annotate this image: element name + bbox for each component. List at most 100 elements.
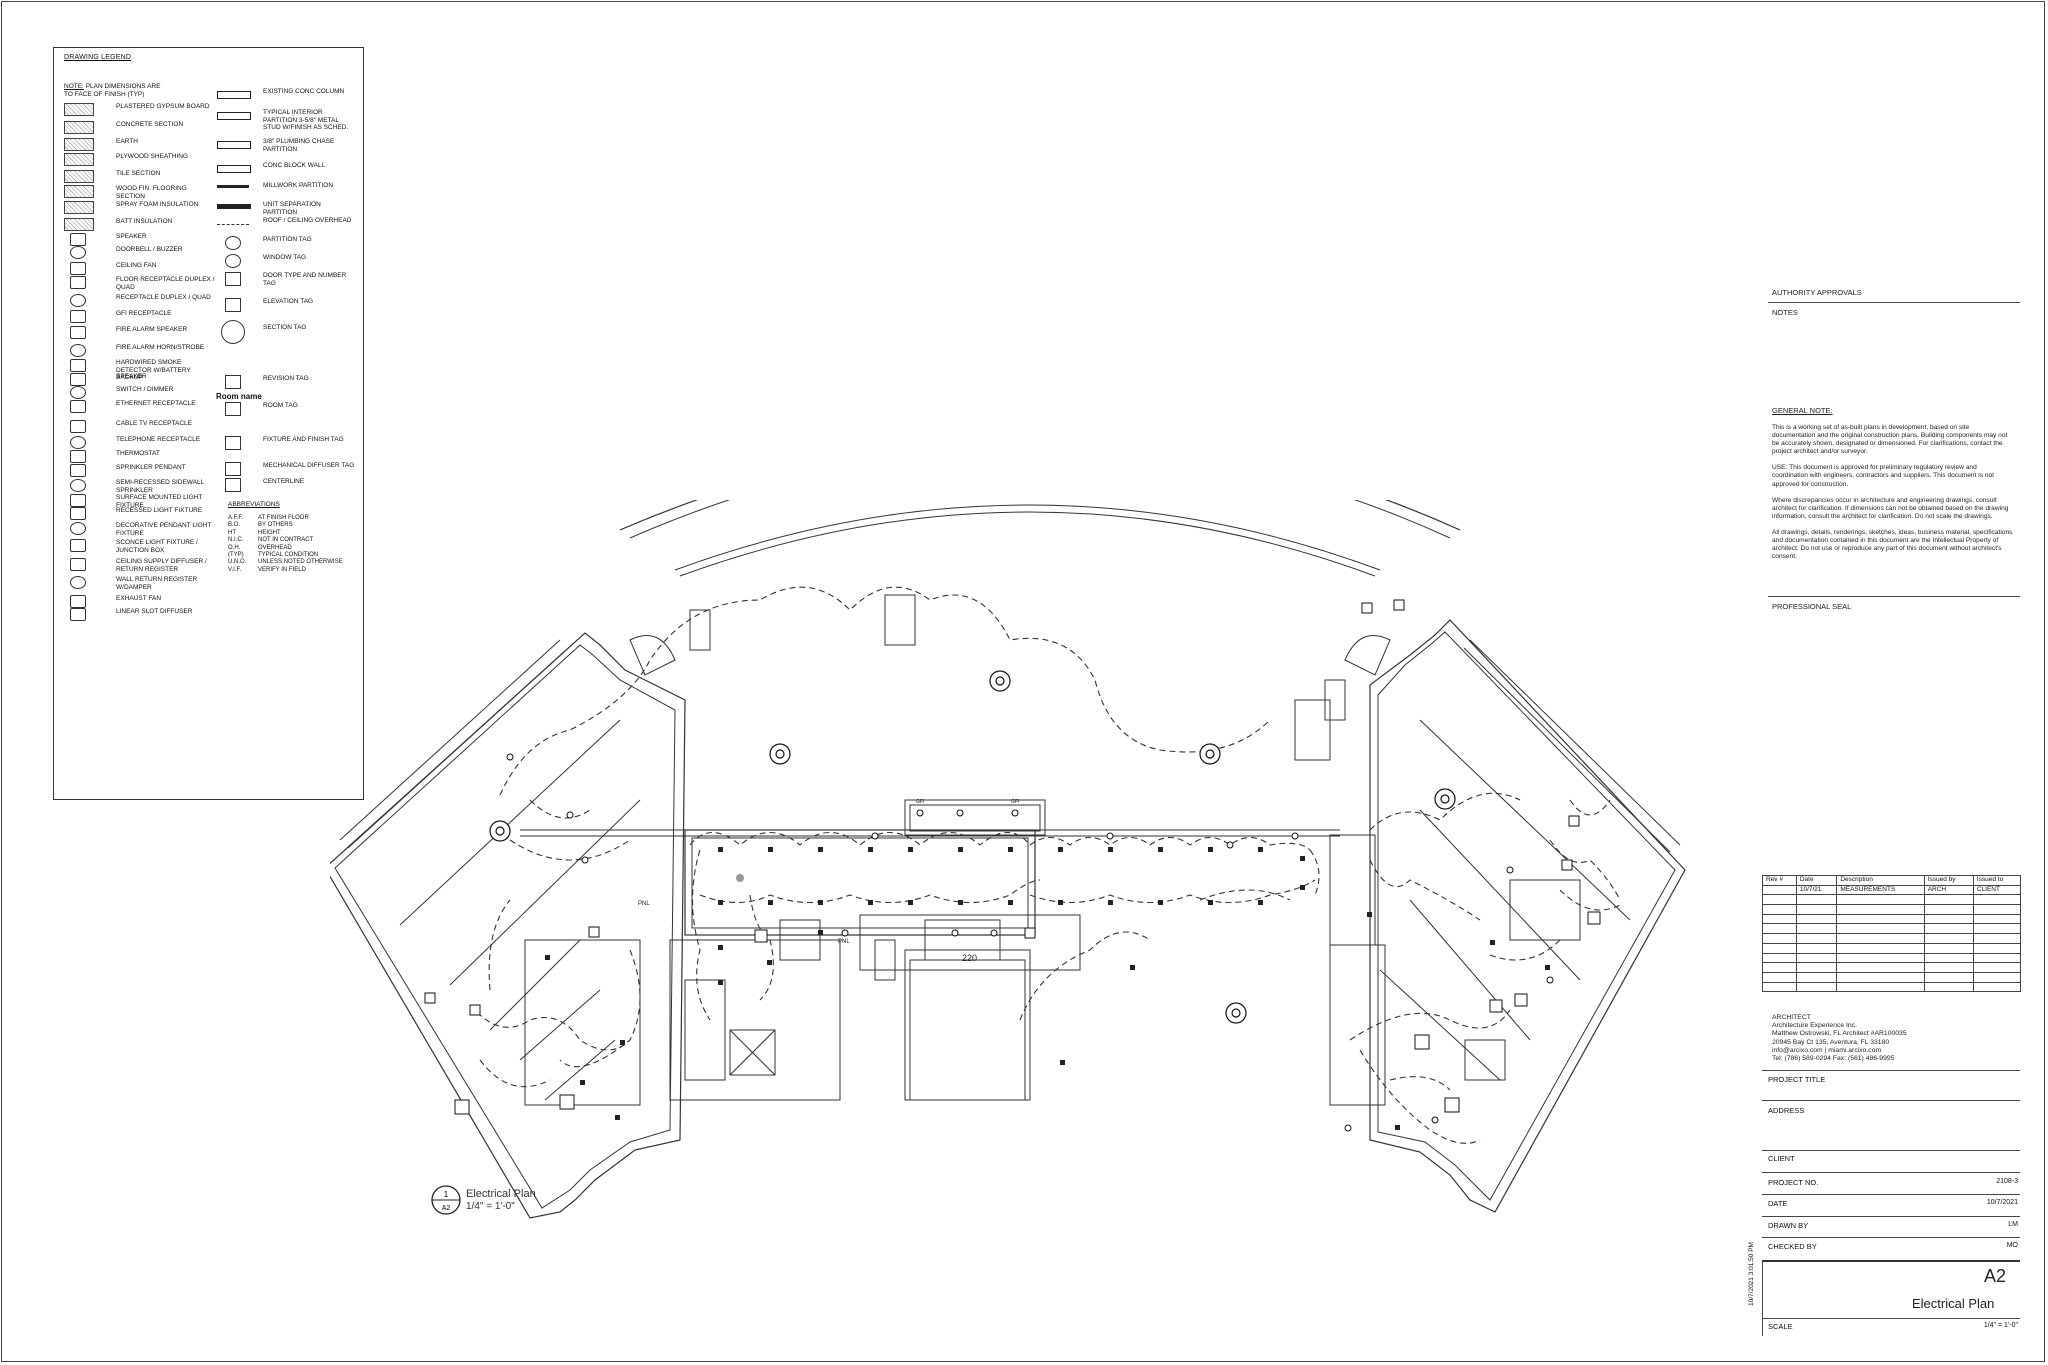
general-note-paragraph: All drawings, details, renderings, sketc… bbox=[1772, 528, 2013, 561]
legend-item-label: WOOD FIN. FLOORING SECTION bbox=[116, 185, 187, 200]
authority-approvals: AUTHORITY APPROVALS bbox=[1772, 288, 1862, 297]
address-label: ADDRESS bbox=[1768, 1106, 1805, 1115]
revision-cell bbox=[1795, 971, 1838, 983]
legend-item-label: CABLE TV RECEPTACLE bbox=[116, 420, 192, 427]
abbreviation-value: TYPICAL CONDITION bbox=[258, 552, 319, 559]
legend-symbol bbox=[225, 375, 241, 389]
revision-cell bbox=[1972, 923, 2022, 935]
scale-value: 1/4" = 1'-0" bbox=[1983, 1322, 2018, 1329]
revision-cell bbox=[1972, 933, 2022, 944]
sheet-number: A2 bbox=[1984, 1266, 2007, 1286]
legend-symbol bbox=[70, 539, 86, 552]
legend-item-label: CONCRETE SECTION bbox=[116, 121, 184, 128]
legend-item-label: HARDWIRED SMOKE DETECTOR W/BATTERY BACKU… bbox=[116, 359, 191, 381]
legend-item-label: EARTH bbox=[116, 138, 138, 145]
legend-item-label: WINDOW TAG bbox=[263, 254, 307, 261]
general-note-body: This is a working set of as-built plans … bbox=[1772, 424, 2014, 569]
legend-symbol bbox=[64, 103, 94, 116]
legend-item-label: SCONCE LIGHT FIXTURE / JUNCTION BOX bbox=[116, 539, 198, 554]
legend-symbol bbox=[64, 170, 94, 183]
legend-item-label: CONC BLOCK WALL bbox=[263, 162, 326, 169]
revision-cell bbox=[1836, 923, 1925, 935]
architect-line: Matthew Ostrowski, FL Architect #AR10003… bbox=[1772, 1030, 1907, 1038]
legend-symbol bbox=[70, 595, 86, 608]
general-note-title: GENERAL NOTE: bbox=[1772, 406, 1833, 415]
legend-item-label: SPRINKLER PENDANT bbox=[116, 464, 186, 471]
revision-row bbox=[1762, 962, 2022, 973]
legend-item-label: MILLWORK PARTITION bbox=[263, 182, 334, 189]
legend-symbol bbox=[70, 246, 86, 259]
legend-symbol bbox=[70, 233, 86, 246]
revision-cell bbox=[1923, 962, 1974, 973]
revision-cell bbox=[1972, 913, 2022, 925]
legend-note: NOTE: PLAN DIMENSIONS ARE TO FACE OF FIN… bbox=[64, 83, 164, 99]
callout-number: 1 bbox=[444, 1190, 449, 1199]
revision-cell bbox=[1762, 904, 1797, 915]
revision-cell bbox=[1923, 913, 1974, 925]
abbreviation-row: V.I.F. VERIFY IN FIELD bbox=[228, 567, 343, 574]
legend-item-label: SWITCH / DIMMER bbox=[116, 386, 174, 393]
architect-label: ARCHITECT bbox=[1772, 1014, 1811, 1021]
abbreviation-key: N.I.C. bbox=[228, 537, 244, 544]
drawn-by-row: DRAWN BY LM bbox=[1768, 1221, 2020, 1230]
divider bbox=[1762, 1260, 2020, 1262]
revision-cell bbox=[1836, 981, 1925, 993]
legend-note-text: PLAN DIMENSIONS ARE TO FACE OF FINISH (T… bbox=[64, 83, 161, 98]
revision-cell bbox=[1836, 894, 1925, 906]
legend-symbol bbox=[225, 478, 241, 492]
legend-item-label: DOORBELL / BUZZER bbox=[116, 246, 183, 253]
abbreviation-value: HEIGHT bbox=[258, 529, 281, 536]
abbreviation-key: V.I.F. bbox=[228, 566, 242, 573]
legend-item-label: SURFACE MOUNTED LIGHT FIXTURE bbox=[116, 494, 203, 509]
general-note-paragraph: This is a working set of as-built plans … bbox=[1772, 424, 2008, 456]
divider bbox=[1768, 302, 2020, 303]
revision-cell bbox=[1836, 933, 1925, 944]
abbreviation-key: A.F.F. bbox=[228, 515, 244, 521]
legend-symbol bbox=[70, 344, 86, 357]
revision-header-cell: Issued to bbox=[1972, 875, 2022, 886]
revision-cell bbox=[1923, 904, 1974, 915]
abbreviation-key: U.N.O. bbox=[228, 559, 247, 566]
revision-cell bbox=[1923, 933, 1974, 944]
abbreviation-value: VERIFY IN FIELD bbox=[258, 566, 306, 573]
legend-symbol bbox=[70, 276, 86, 289]
revision-row bbox=[1762, 981, 2022, 993]
legend-symbol bbox=[70, 522, 86, 535]
legend-symbol bbox=[217, 91, 251, 99]
legend-symbol bbox=[70, 262, 86, 275]
legend-item-label: EXISTING CONC COLUMN bbox=[263, 88, 345, 95]
legend-item-label: SPEAKER bbox=[116, 373, 147, 380]
legend-item-label: PLASTERED GYPSUM BOARD bbox=[116, 103, 210, 110]
professional-seal: PROFESSIONAL SEAL bbox=[1772, 602, 1852, 611]
revision-cell bbox=[1923, 971, 1974, 983]
architect-line: 20945 Bay Ct 135, Aventura, FL 33180 bbox=[1772, 1038, 1890, 1046]
revision-cell bbox=[1762, 894, 1797, 906]
legend-item-label: TYPICAL INTERIOR PARTITION 3-5/8" METAL … bbox=[263, 109, 349, 131]
abbreviation-row: N.I.C. NOT IN CONTRACT bbox=[228, 537, 343, 544]
revision-cell bbox=[1836, 942, 1925, 954]
scale-row: SCALE 1/4" = 1'-0" bbox=[1768, 1322, 2020, 1331]
revision-cell bbox=[1762, 971, 1797, 983]
general-note-paragraph: Where discrepancies occur in architectur… bbox=[1772, 496, 2009, 520]
revision-cell bbox=[1795, 913, 1838, 925]
abbreviation-row: U.N.O.UNLESS NOTED OTHERWISE bbox=[228, 559, 343, 566]
revision-cell bbox=[1923, 894, 1974, 906]
project-title-label: PROJECT TITLE bbox=[1768, 1075, 1826, 1084]
legend-item-label: UNIT SEPARATION PARTITION bbox=[263, 201, 321, 216]
legend-symbol bbox=[70, 386, 86, 399]
print-timestamp: 10/7/2021 3:01:50 PM bbox=[1748, 1242, 1755, 1306]
abbreviation-value: NOT IN CONTRACT bbox=[258, 537, 314, 544]
legend-item-label: FLOOR RECEPTACLE DUPLEX / QUAD bbox=[116, 276, 215, 291]
legend-item-label: CENTERLINE bbox=[263, 478, 305, 485]
legend-item-label: TELEPHONE RECEPTACLE bbox=[116, 436, 201, 443]
date-value: 10/7/2021 bbox=[1986, 1199, 2018, 1206]
legend-symbol bbox=[64, 138, 94, 151]
revision-cell bbox=[1762, 952, 1797, 964]
revision-cell bbox=[1762, 923, 1797, 935]
revision-cell bbox=[1836, 904, 1925, 915]
abbreviation-key: B.O. bbox=[228, 522, 241, 529]
legend-symbol bbox=[70, 400, 86, 413]
legend-symbol bbox=[225, 254, 241, 268]
legend-symbol bbox=[70, 507, 86, 520]
